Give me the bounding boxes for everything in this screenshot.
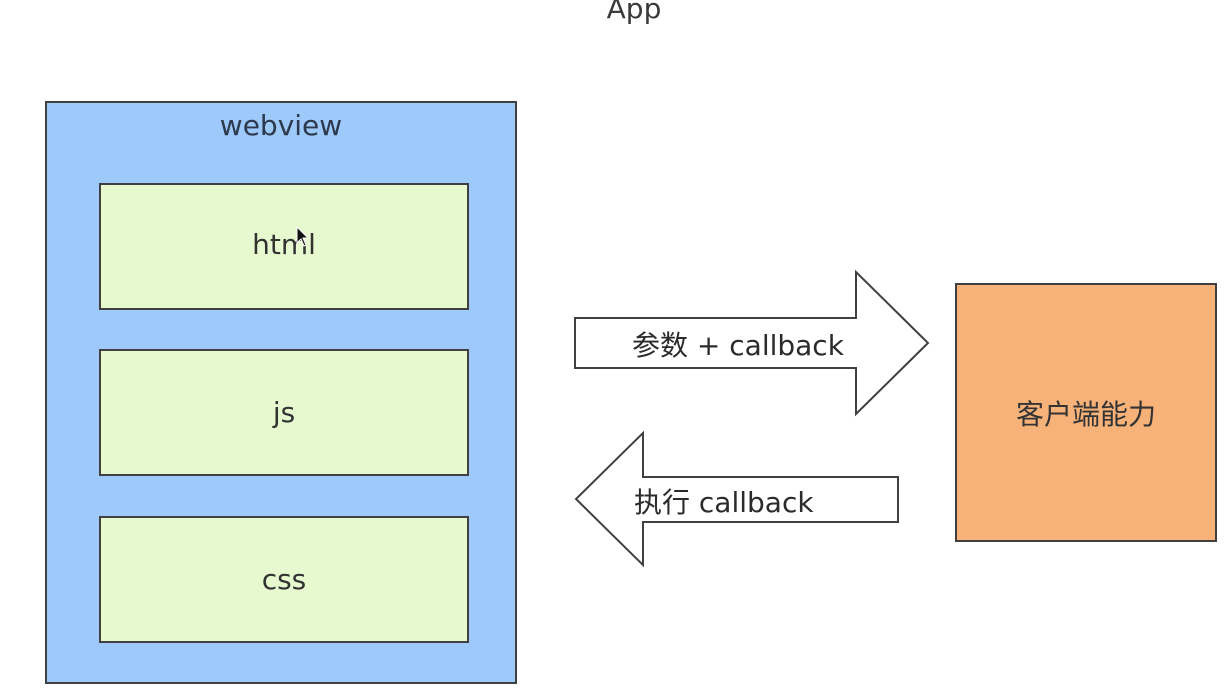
webview-container: webview html js css [45,101,517,684]
js-box-label: js [272,396,296,429]
client-capability-box: 客户端能力 [955,283,1217,542]
app-title: App [606,0,662,25]
html-box: html [99,183,469,310]
mouse-cursor-icon [296,226,310,247]
css-box: css [99,516,469,643]
arrow-left-label: 执行 callback [634,486,814,519]
arrow-right-shape [574,269,930,417]
client-capability-label: 客户端能力 [1015,397,1156,431]
webview-title: webview [219,109,343,142]
arrow-left-shape [574,430,899,568]
js-box: js [99,349,469,476]
css-box-label: css [261,563,307,596]
arrow-right-label: 参数 + callback [632,329,844,362]
